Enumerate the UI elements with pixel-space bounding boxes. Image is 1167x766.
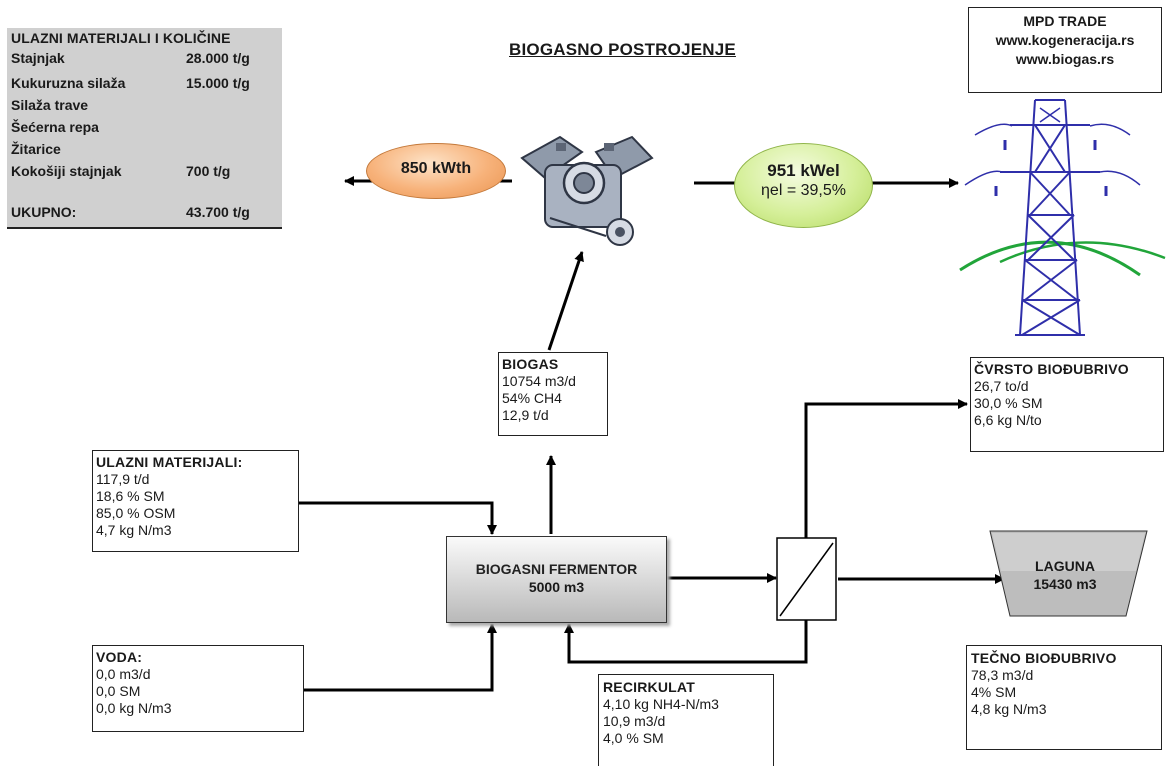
separator-icon (776, 537, 837, 621)
row-name: Šećerna repa (11, 119, 99, 135)
liquid-fertilizer-line: 78,3 m3/d (971, 667, 1034, 683)
company-url-1: www.kogeneracija.rs (995, 32, 1135, 48)
liquid-fertilizer-box: TEČNO BIOĐUBRIVO 78,3 m3/d 4% SM 4,8 kg … (966, 645, 1162, 750)
row-value: 28.000 t/g (186, 50, 250, 66)
heat-output-oval: 850 kWth (366, 143, 506, 199)
biogas-title: BIOGAS (502, 356, 559, 372)
table-row: Žitarice (11, 141, 281, 161)
row-value: 15.000 t/g (186, 75, 250, 91)
lagoon-shape (989, 530, 1148, 617)
row-value: 43.700 t/g (186, 204, 250, 220)
fermentor-volume: 5000 m3 (528, 579, 585, 595)
liquid-fertilizer-title: TEČNO BIOĐUBRIVO (971, 650, 1117, 666)
water-box: VODA: 0,0 m3/d 0,0 SM 0,0 kg N/m3 (92, 645, 304, 732)
inputs-line: 4,7 kg N/m3 (96, 522, 172, 538)
water-line: 0,0 kg N/m3 (96, 700, 172, 716)
power-output-oval: 951 kWel ηel = 39,5% (734, 143, 873, 228)
row-value: 700 t/g (186, 163, 231, 179)
table-row: Kukuruzna silaža 15.000 t/g (11, 75, 281, 95)
diagram-title: BIOGASNO POSTROJENJE (509, 40, 736, 59)
inputs-line: 85,0 % OSM (96, 505, 176, 521)
separator-to-solid-arrow (804, 399, 968, 538)
table-row: Silaža trave (11, 97, 281, 117)
company-name: MPD TRADE (1023, 13, 1107, 29)
fermentor-name: BIOGASNI FERMENTOR (475, 561, 638, 577)
company-box: MPD TRADE www.kogeneracija.rs www.biogas… (968, 7, 1162, 93)
solid-fertilizer-title: ČVRSTO BIOĐUBRIVO (974, 361, 1129, 377)
inputs-to-fermentor-arrow (297, 501, 497, 535)
table-row (11, 185, 281, 205)
inputs-title: ULAZNI MATERIJALI: (96, 454, 243, 470)
solid-fertilizer-line: 26,7 to/d (974, 378, 1029, 394)
company-url-2: www.biogas.rs (1015, 51, 1115, 67)
solid-fertilizer-line: 30,0 % SM (974, 395, 1043, 411)
recirculate-line: 4,0 % SM (603, 730, 664, 746)
power-efficiency: ηel = 39,5% (761, 182, 846, 199)
biogas-line: 12,9 t/d (502, 407, 549, 423)
row-name: Kukuruzna silaža (11, 75, 126, 91)
solid-fertilizer-line: 6,6 kg N/to (974, 412, 1042, 428)
table-row-total: UKUPNO: 43.700 t/g (11, 204, 281, 224)
lagoon-name: LAGUNA (1035, 558, 1095, 574)
inputs-line: 117,9 t/d (96, 471, 150, 487)
recirculate-line: 10,9 m3/d (603, 713, 666, 729)
table-row: Kokošiji stajnjak 700 t/g (11, 163, 281, 183)
recirculate-line: 4,10 kg NH4-N/m3 (603, 696, 719, 712)
liquid-fertilizer-line: 4,8 kg N/m3 (971, 701, 1047, 717)
biogas-fermentor: BIOGASNI FERMENTOR 5000 m3 (446, 536, 667, 623)
biogas-to-engine-arrow (547, 251, 584, 351)
row-name: Stajnjak (11, 50, 65, 66)
water-line: 0,0 SM (96, 683, 141, 699)
row-name: Žitarice (11, 141, 61, 157)
liquid-fertilizer-line: 4% SM (971, 684, 1017, 700)
recirculate-box: RECIRKULAT 4,10 kg NH4-N/m3 10,9 m3/d 4,… (598, 674, 774, 766)
power-pylon-icon (959, 99, 1166, 336)
table-row: Stajnjak 28.000 t/g (11, 50, 281, 70)
row-name: Silaža trave (11, 97, 89, 113)
biogas-line: 54% CH4 (502, 390, 562, 406)
input-materials-table: ULAZNI MATERIJALI I KOLIČINE Stajnjak 28… (7, 28, 282, 229)
table-row: Šećerna repa (11, 119, 281, 139)
heat-output-label: 850 kWth (400, 160, 472, 177)
biogas-line: 10754 m3/d (502, 373, 576, 389)
input-materials-box: ULAZNI MATERIJALI: 117,9 t/d 18,6 % SM 8… (92, 450, 299, 552)
row-name: UKUPNO: (11, 204, 77, 220)
water-line: 0,0 m3/d (96, 666, 151, 682)
input-table-header: ULAZNI MATERIJALI I KOLIČINE (11, 30, 231, 46)
solid-fertilizer-box: ČVRSTO BIOĐUBRIVO 26,7 to/d 30,0 % SM 6,… (970, 357, 1164, 452)
water-to-fermentor-arrow (302, 623, 497, 692)
recirculation-arrow (564, 620, 808, 664)
engine-icon (520, 135, 654, 246)
lagoon-volume: 15430 m3 (1033, 576, 1097, 592)
lagoon-label: LAGUNA 15430 m3 (1010, 557, 1120, 593)
inputs-line: 18,6 % SM (96, 488, 165, 504)
recirculate-title: RECIRKULAT (603, 679, 695, 695)
water-title: VODA: (96, 649, 143, 665)
row-name: Kokošiji stajnjak (11, 163, 122, 179)
power-output-label: 951 kWel (767, 161, 840, 180)
biogas-box: BIOGAS 10754 m3/d 54% CH4 12,9 t/d (498, 352, 608, 436)
